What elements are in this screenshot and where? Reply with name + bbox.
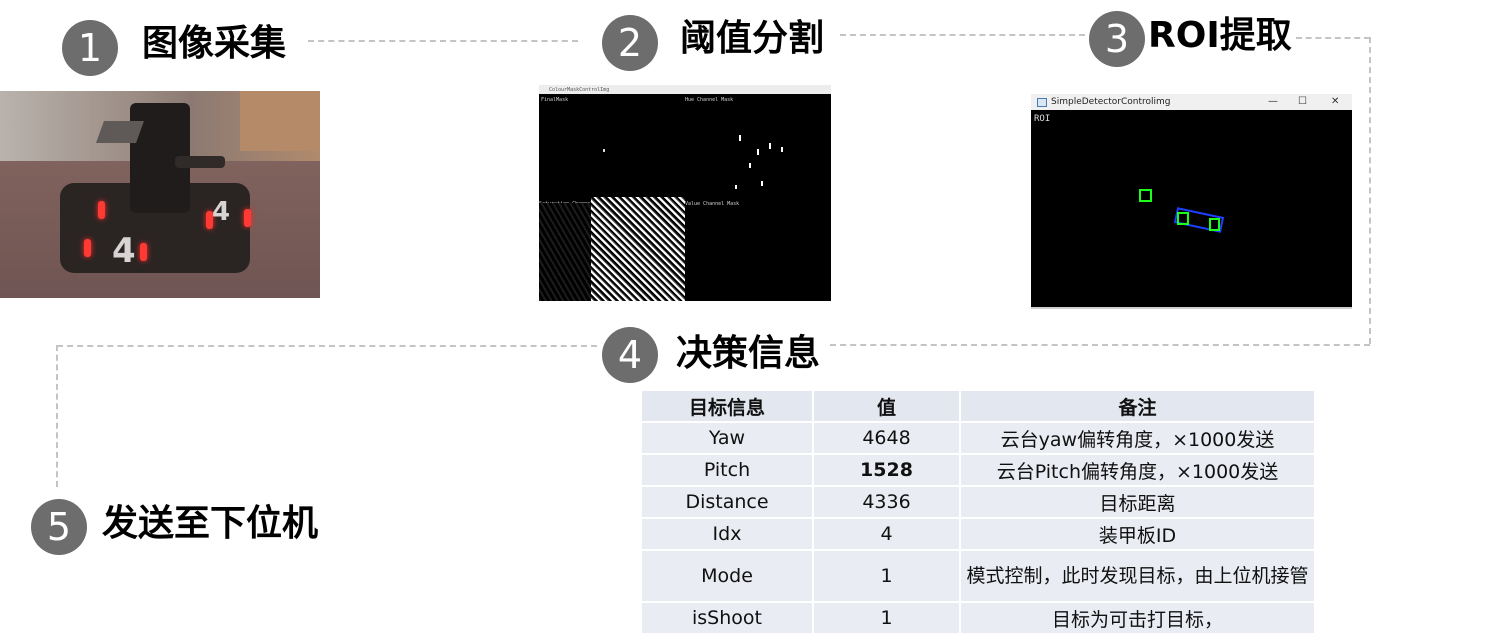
header-value: 值 xyxy=(814,391,961,423)
step-1-title: 图像采集 xyxy=(142,23,287,64)
table-row: Distance 4336 目标距离 xyxy=(642,487,1316,519)
header-note: 备注 xyxy=(961,391,1316,423)
robot-armor-number-side: 4 xyxy=(212,197,231,227)
close-icon[interactable]: ✕ xyxy=(1331,96,1340,107)
maximize-icon[interactable]: ☐ xyxy=(1298,96,1307,107)
step-5-badge: 5 xyxy=(31,499,87,555)
robot-armor-number: 4 xyxy=(112,231,136,271)
row-note: 目标距离 xyxy=(961,487,1316,519)
armor-light-right xyxy=(1209,218,1220,231)
row-name: Distance xyxy=(642,487,814,519)
connector-1-2 xyxy=(308,40,578,42)
step-1-badge: 1 xyxy=(62,20,118,76)
row-note: 云台Pitch偏转角度，×1000发送 xyxy=(961,455,1316,487)
threshold-mask-window: ColourMaskControlImg FinalMask Hue Chann… xyxy=(539,85,831,301)
row-name: Yaw xyxy=(642,423,814,455)
header-target-info: 目标信息 xyxy=(642,391,814,423)
decision-info-table: 目标信息 值 备注 Yaw 4648 云台yaw偏转角度，×1000发送 Pit… xyxy=(642,391,1316,635)
connector-3-down xyxy=(1369,37,1371,344)
row-name: Mode xyxy=(642,551,814,603)
table-row: Pitch 1528 云台Pitch偏转角度，×1000发送 xyxy=(642,455,1316,487)
robot-photo: 4 4 xyxy=(0,91,320,298)
step-2-title: 阈值分割 xyxy=(680,18,825,59)
table-row: Yaw 4648 云台yaw偏转角度，×1000发送 xyxy=(642,423,1316,455)
row-name: Idx xyxy=(642,519,814,551)
table-row: isShoot 1 目标为可击打目标， xyxy=(642,603,1316,635)
connector-4-left xyxy=(57,345,597,347)
minimize-icon[interactable]: — xyxy=(1268,96,1278,107)
row-note: 装甲板ID xyxy=(961,519,1316,551)
final-mask-label: FinalMask xyxy=(541,97,569,103)
row-value: 1 xyxy=(814,551,961,603)
step-2-badge: 2 xyxy=(602,15,658,71)
step-3-title: ROI提取 xyxy=(1148,15,1292,56)
roi-label: ROI xyxy=(1034,114,1051,124)
table-row: Idx 4 装甲板ID xyxy=(642,519,1316,551)
table-header-row: 目标信息 值 备注 xyxy=(642,391,1316,423)
step-3-badge: 3 xyxy=(1089,11,1145,67)
row-name: isShoot xyxy=(642,603,814,635)
roi-detector-window: SimpleDetectorControlimg — ☐ ✕ ROI xyxy=(1031,94,1352,309)
step-4-badge: 4 xyxy=(602,327,658,383)
armor-light-left xyxy=(1177,212,1189,225)
row-value: 4336 xyxy=(814,487,961,519)
hue-mask-label: Hue Channel Mask xyxy=(685,97,734,103)
connector-to-4-right xyxy=(830,344,1370,346)
value-mask-label: Value Channel Mask xyxy=(685,201,740,207)
row-value: 1 xyxy=(814,603,961,635)
row-note: 模式控制，此时发现目标，由上位机接管 xyxy=(961,551,1316,603)
threshold-window-title: ColourMaskControlImg xyxy=(549,87,610,93)
row-note: 云台yaw偏转角度，×1000发送 xyxy=(961,423,1316,455)
table-row: Mode 1 模式控制，此时发现目标，由上位机接管 xyxy=(642,551,1316,603)
step-5-title: 发送至下位机 xyxy=(102,503,319,544)
row-value: 1528 xyxy=(814,455,961,487)
roi-window-title: SimpleDetectorControlimg xyxy=(1051,97,1171,107)
connector-down-5 xyxy=(56,345,58,487)
window-app-icon xyxy=(1037,98,1047,107)
row-value: 4 xyxy=(814,519,961,551)
roi-window-titlebar xyxy=(1031,94,1352,110)
step-4-title: 决策信息 xyxy=(676,333,821,374)
connector-2-3 xyxy=(840,34,1085,36)
row-value: 4648 xyxy=(814,423,961,455)
connector-3-right xyxy=(1296,37,1370,39)
row-name: Pitch xyxy=(642,455,814,487)
row-note: 目标为可击打目标， xyxy=(961,603,1316,635)
roi-target-box xyxy=(1139,189,1152,202)
